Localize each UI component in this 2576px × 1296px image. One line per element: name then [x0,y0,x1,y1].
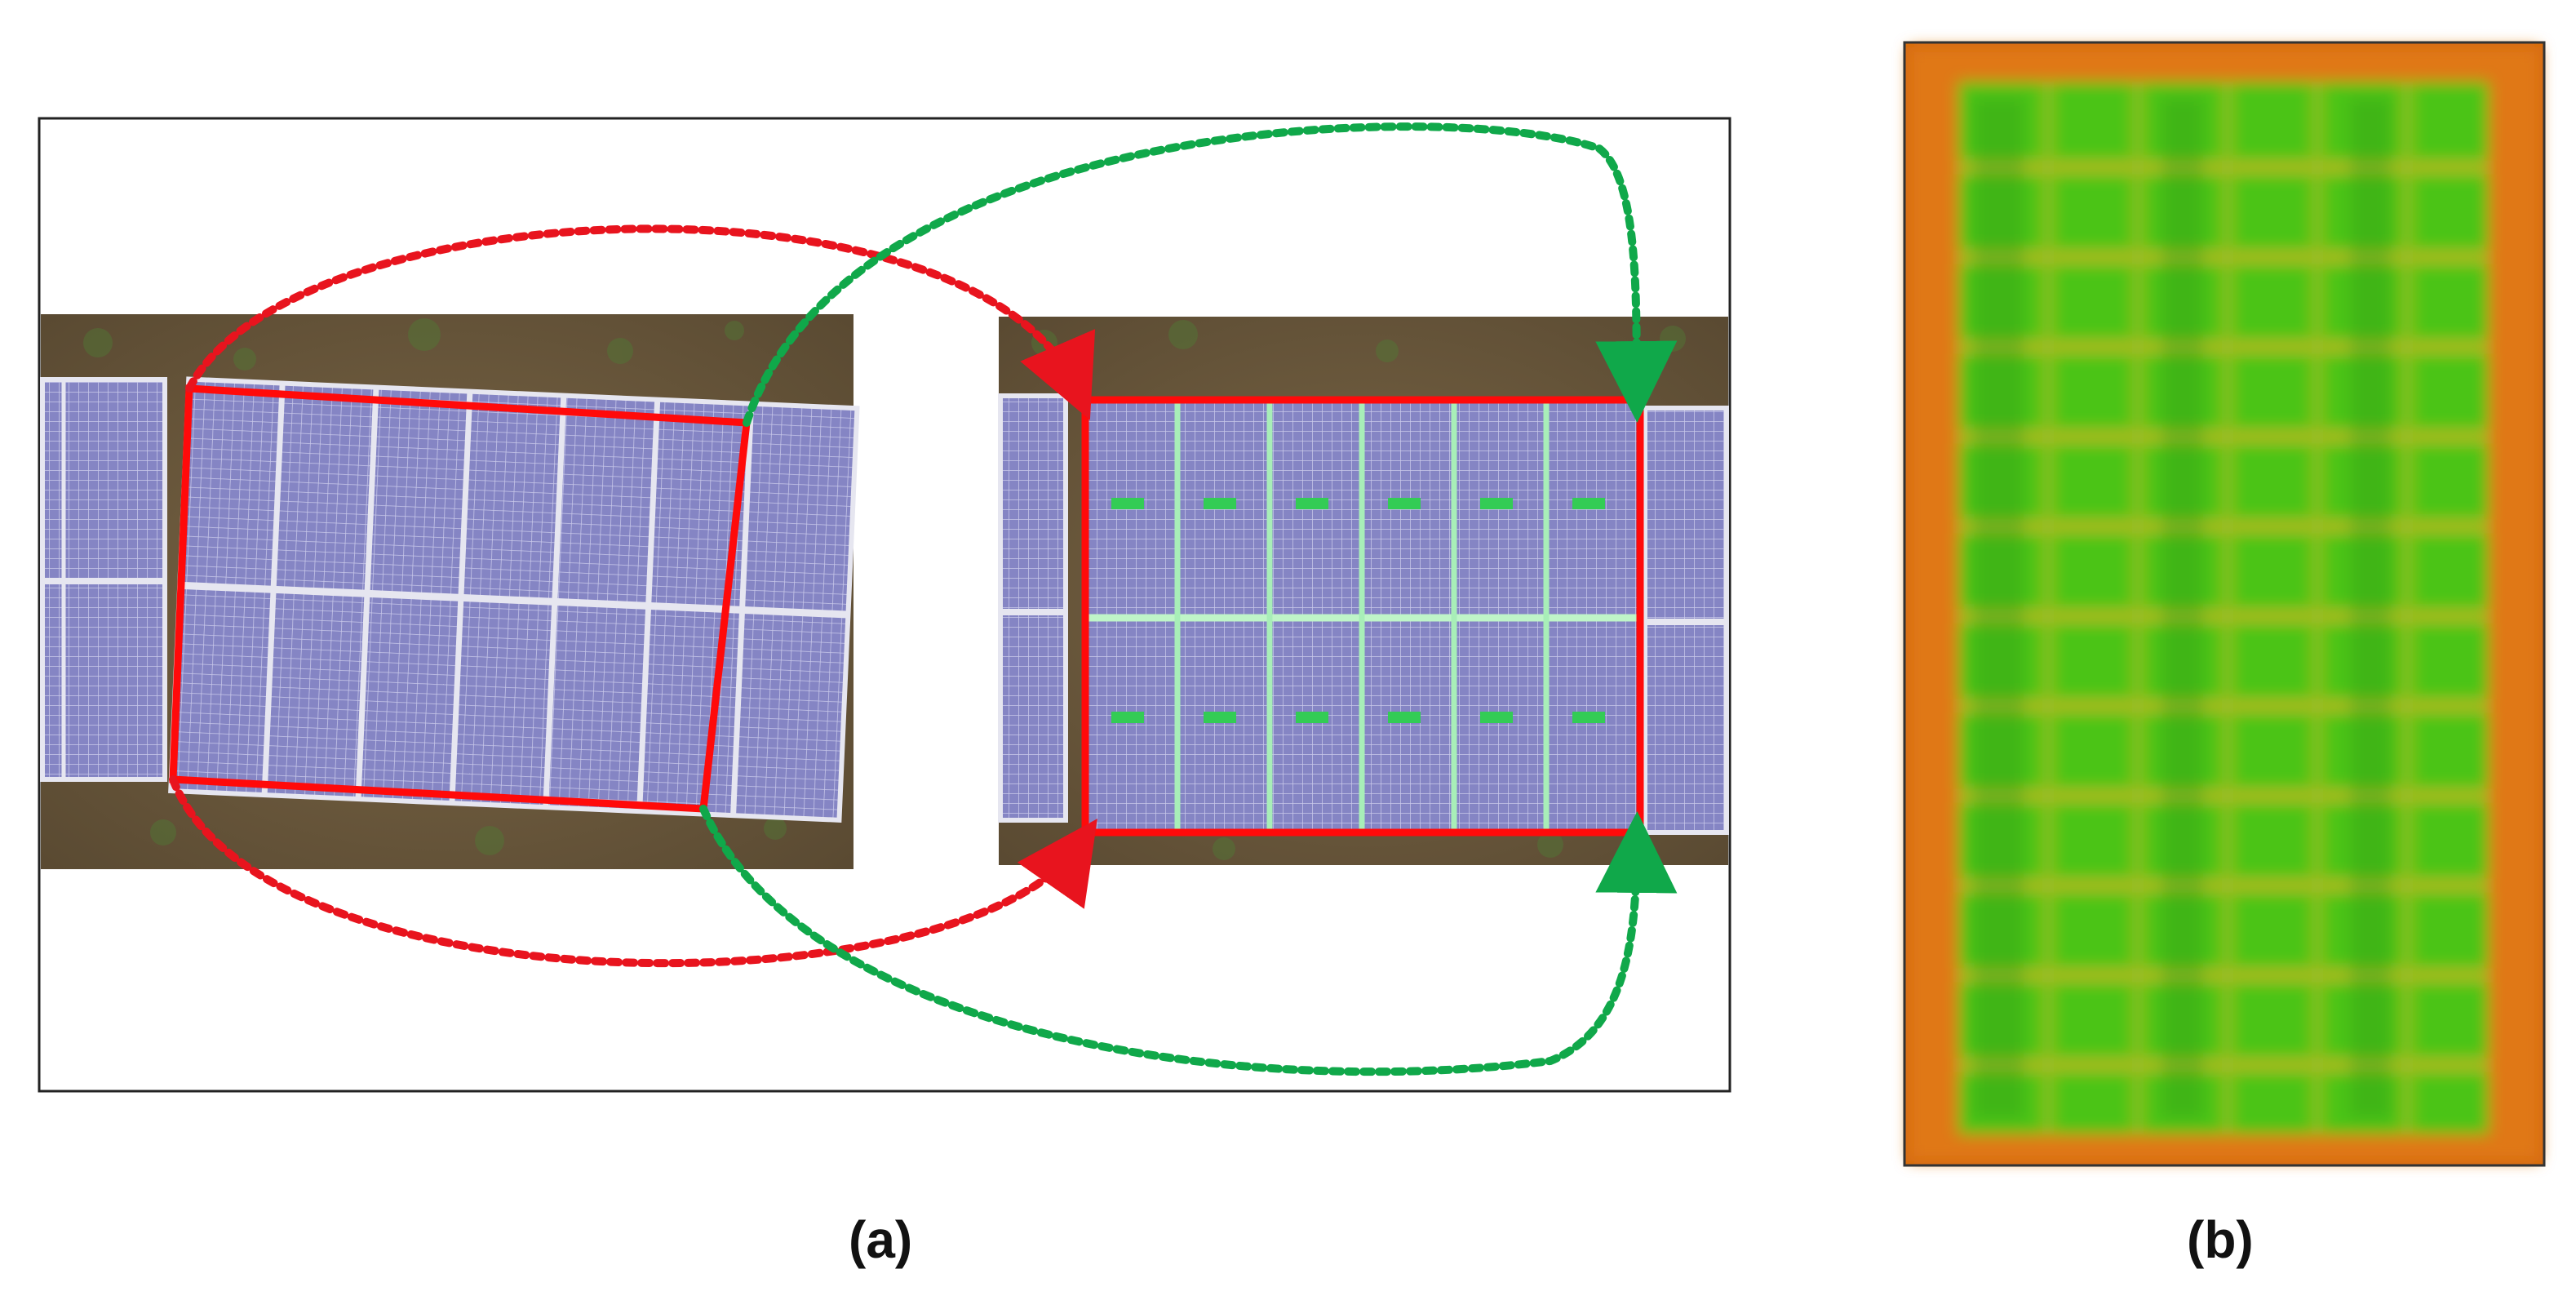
left-aerial-image [40,314,860,869]
red-arrow-top [185,224,1095,420]
right-aerial-image [998,317,1729,865]
panel-a [38,117,1731,1093]
panel-b [1903,41,2546,1167]
cell-markers [1111,498,1605,723]
left-solar-array [168,376,860,823]
heatmap-frame [1903,41,2546,1167]
correspondence-arrows [169,122,1678,1076]
red-arrow-bottom [169,775,1097,968]
green-arrow-bottom [699,805,1678,1076]
caption-b: (b) [2187,1210,2254,1269]
right-detection-box [1081,396,1644,837]
left-partial-panel [40,377,167,782]
right-solar-array [1083,397,1643,835]
green-arrow-top [743,122,1678,427]
right-partial-panel-right [1643,406,1729,835]
caption-a: (a) [849,1210,913,1269]
right-partial-panel-left [998,393,1068,823]
